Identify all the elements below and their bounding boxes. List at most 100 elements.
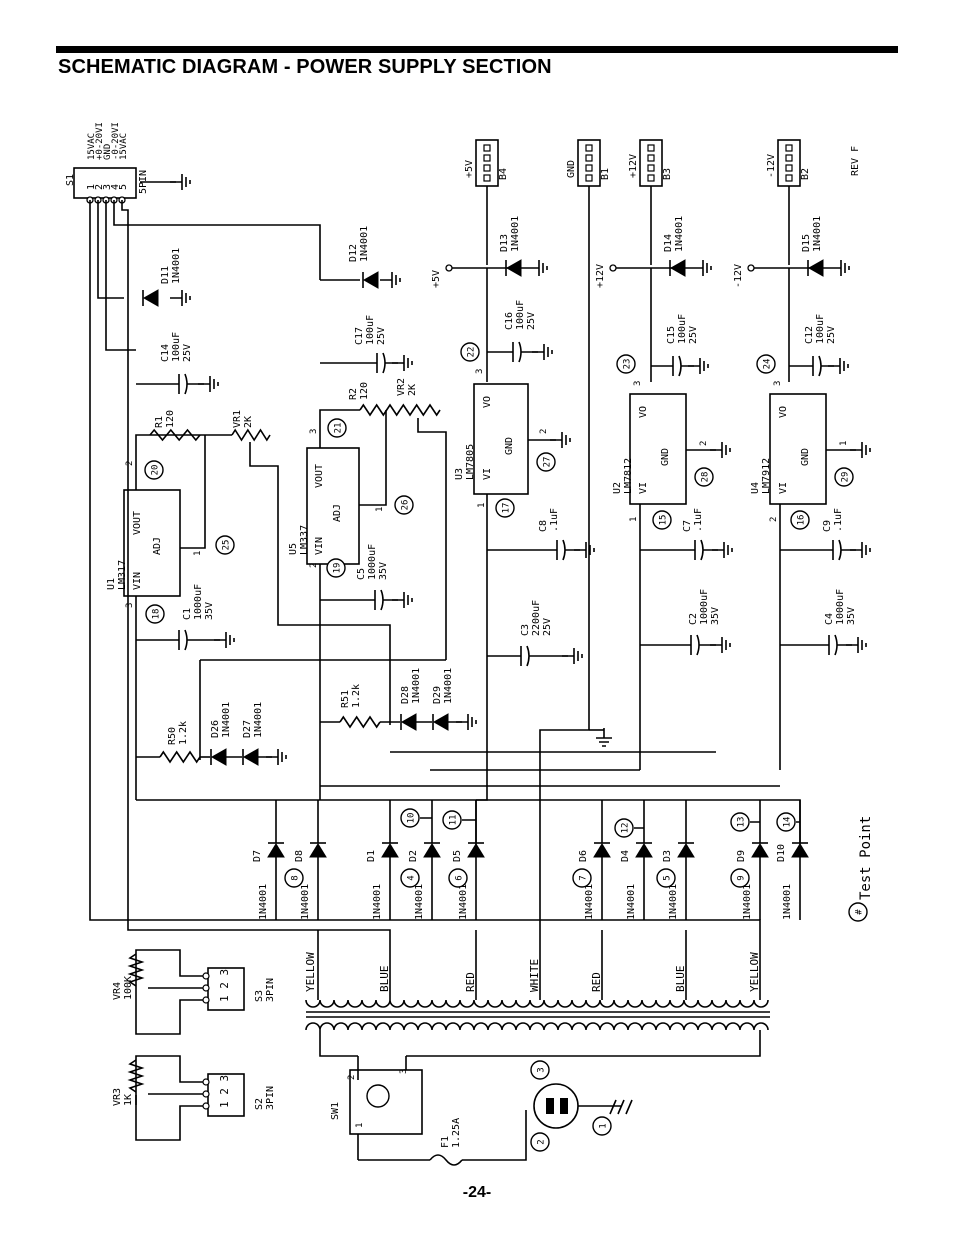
test-point-27: 27 xyxy=(536,452,556,472)
wire-color-label-2: RED xyxy=(464,972,477,992)
test-point-12: 12 xyxy=(614,818,634,838)
bus-800 xyxy=(136,799,801,848)
svg-text:D27: D27 xyxy=(242,720,253,738)
svg-text:21: 21 xyxy=(334,423,344,434)
test-point-13: 13 xyxy=(730,812,750,832)
svg-text:D5: D5 xyxy=(452,850,463,862)
header-b2-body xyxy=(777,139,801,187)
u5-vin-pin: VIN xyxy=(314,537,325,555)
test-point-7: 7 xyxy=(572,868,592,888)
test-point-#: # xyxy=(848,902,868,922)
svg-text:1N4001: 1N4001 xyxy=(674,216,685,252)
svg-text:LM7805: LM7805 xyxy=(465,444,476,480)
svg-text:D15: D15 xyxy=(801,234,812,252)
plug-ground xyxy=(578,1099,633,1115)
svg-text:1000uF: 1000uF xyxy=(699,589,710,625)
svg-text:LM7912: LM7912 xyxy=(761,458,772,494)
diode-d3 xyxy=(677,842,695,858)
diode-d11 xyxy=(142,289,159,307)
output-diode xyxy=(669,259,686,277)
svg-text:LM337: LM337 xyxy=(299,525,310,555)
regulator-u2-body xyxy=(629,393,687,505)
s1-pin-number: 1 xyxy=(86,184,97,190)
ac-plug xyxy=(533,1083,579,1129)
s1-pin-number: 3 xyxy=(102,184,113,190)
wire-color-label-1: BLUE xyxy=(378,966,391,993)
svg-text:2: 2 xyxy=(94,184,105,190)
svg-text:6: 6 xyxy=(455,875,465,880)
u4-gnd-pin: GND xyxy=(800,448,811,466)
svg-text:-12V: -12V xyxy=(733,264,744,288)
pot-vr4 xyxy=(127,953,145,987)
test-point-25: 25 xyxy=(215,535,235,555)
u2-pin2: 2 xyxy=(699,441,709,446)
rail-label-1: +12V xyxy=(595,264,606,288)
diode-d28 xyxy=(400,713,417,731)
svg-text:15VAC: 15VAC xyxy=(87,133,97,160)
svg-text:+12V: +12V xyxy=(595,264,606,288)
svg-text:REV F: REV F xyxy=(850,146,861,176)
diode-d7-label: D7 xyxy=(252,850,263,862)
svg-text:C1: C1 xyxy=(182,608,193,620)
test-point-14: 14 xyxy=(776,812,796,832)
svg-text:2: 2 xyxy=(537,1139,547,1144)
u1-vout-pin: VOUT xyxy=(132,511,143,535)
svg-text:3: 3 xyxy=(475,369,485,374)
c4-ground xyxy=(846,637,867,653)
header-b1-body xyxy=(577,139,601,187)
svg-text:C4: C4 xyxy=(824,613,835,625)
svg-text:1N4001: 1N4001 xyxy=(443,668,454,704)
rail-terminal xyxy=(609,264,617,272)
svg-text:2: 2 xyxy=(125,461,135,466)
u1-adj-wire xyxy=(180,435,206,549)
u5-pin2: 2 xyxy=(309,563,319,568)
c8-ground xyxy=(574,542,595,558)
svg-text:D13: D13 xyxy=(499,234,510,252)
svg-text:16: 16 xyxy=(797,515,807,526)
svg-text:28: 28 xyxy=(701,472,711,483)
test-point-22: 22 xyxy=(460,342,480,362)
capacitor-c8-label: C8.1uF xyxy=(538,508,560,532)
svg-text:S1: S1 xyxy=(65,174,76,186)
test-point-5: 5 xyxy=(656,868,676,888)
regulator-u3-body xyxy=(473,383,529,495)
regulator-u4-body xyxy=(769,393,827,505)
svg-text:#: # xyxy=(855,909,865,915)
svg-text:5: 5 xyxy=(663,875,673,880)
svg-text:35V: 35V xyxy=(204,602,215,620)
svg-text:1N4001: 1N4001 xyxy=(372,884,383,920)
wire-color-label-0: YELLOW xyxy=(304,952,317,992)
svg-text:U1: U1 xyxy=(106,578,117,590)
diode-d7 xyxy=(267,842,285,858)
diode-d9-part: 1N4001 xyxy=(742,884,753,920)
svg-text:C12: C12 xyxy=(804,326,815,344)
svg-text:100uF: 100uF xyxy=(365,315,376,345)
diode-d2 xyxy=(423,842,441,858)
c14-ground xyxy=(198,376,219,392)
svg-text:2: 2 xyxy=(699,441,709,446)
diode-d1-part: 1N4001 xyxy=(372,884,383,920)
svg-text:-0-20VI: -0-20VI xyxy=(111,122,121,160)
svg-text:S2: S2 xyxy=(254,1098,265,1110)
c7-ground xyxy=(712,542,733,558)
test-point-29: 29 xyxy=(834,467,854,487)
test-point-6: 6 xyxy=(448,868,468,888)
svg-text:3: 3 xyxy=(633,381,643,386)
u4-ground xyxy=(850,442,871,458)
svg-text:3: 3 xyxy=(102,184,113,190)
svg-text:1: 1 xyxy=(86,184,97,190)
ac-plug-blade xyxy=(546,1098,554,1114)
header-b2-ref: B2 xyxy=(800,168,811,180)
svg-text:D6: D6 xyxy=(578,850,589,862)
svg-text:R51: R51 xyxy=(340,690,351,708)
svg-text:C2: C2 xyxy=(688,613,699,625)
svg-text:+0-20VI: +0-20VI xyxy=(95,122,105,160)
svg-text:4: 4 xyxy=(110,184,121,190)
svg-text:D9: D9 xyxy=(736,850,747,862)
